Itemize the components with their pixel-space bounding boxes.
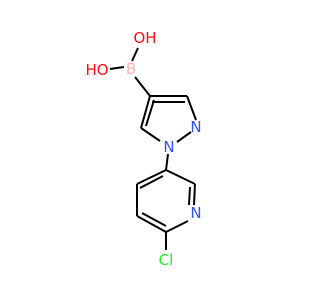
atom-labels: OH HO B N N N Cl xyxy=(85,29,201,269)
bond-py-n-c2-inner xyxy=(188,186,191,206)
bond-c3-n2 xyxy=(186,95,197,121)
atom-chlorine: Cl xyxy=(159,251,174,269)
bond-py-c5-c6-inner xyxy=(141,212,167,227)
bond-py-n-c2 xyxy=(193,183,196,206)
bond-py-c3-c4-inner xyxy=(139,175,164,189)
bond-b-o-left xyxy=(109,66,125,70)
atom-boron: B xyxy=(126,60,136,78)
bond-b-o-top xyxy=(131,47,139,62)
bond-py-c6-n xyxy=(165,220,189,233)
molecule-structure: OH HO B N N N Cl xyxy=(85,29,201,269)
bond-py-c5-c6 xyxy=(136,215,167,233)
atom-oh-left: HO xyxy=(85,61,108,79)
bond-c5-c4 xyxy=(140,95,151,129)
atom-oh-top: OH xyxy=(133,29,156,47)
bond-b-c4 xyxy=(134,76,151,97)
atom-nitrogen-pyridine: N xyxy=(190,204,201,222)
bonds xyxy=(109,47,197,250)
bond-py-c2-c3 xyxy=(165,169,196,185)
bond-n2-n1 xyxy=(176,131,192,143)
atom-nitrogen-1: N xyxy=(163,138,174,156)
atom-nitrogen-2: N xyxy=(190,118,201,136)
bond-n1-cpy xyxy=(165,153,169,171)
bond-py-c3-c4 xyxy=(136,169,167,185)
bond-c5-c4-inner xyxy=(145,99,155,127)
bond-n1-c5 xyxy=(140,127,161,142)
